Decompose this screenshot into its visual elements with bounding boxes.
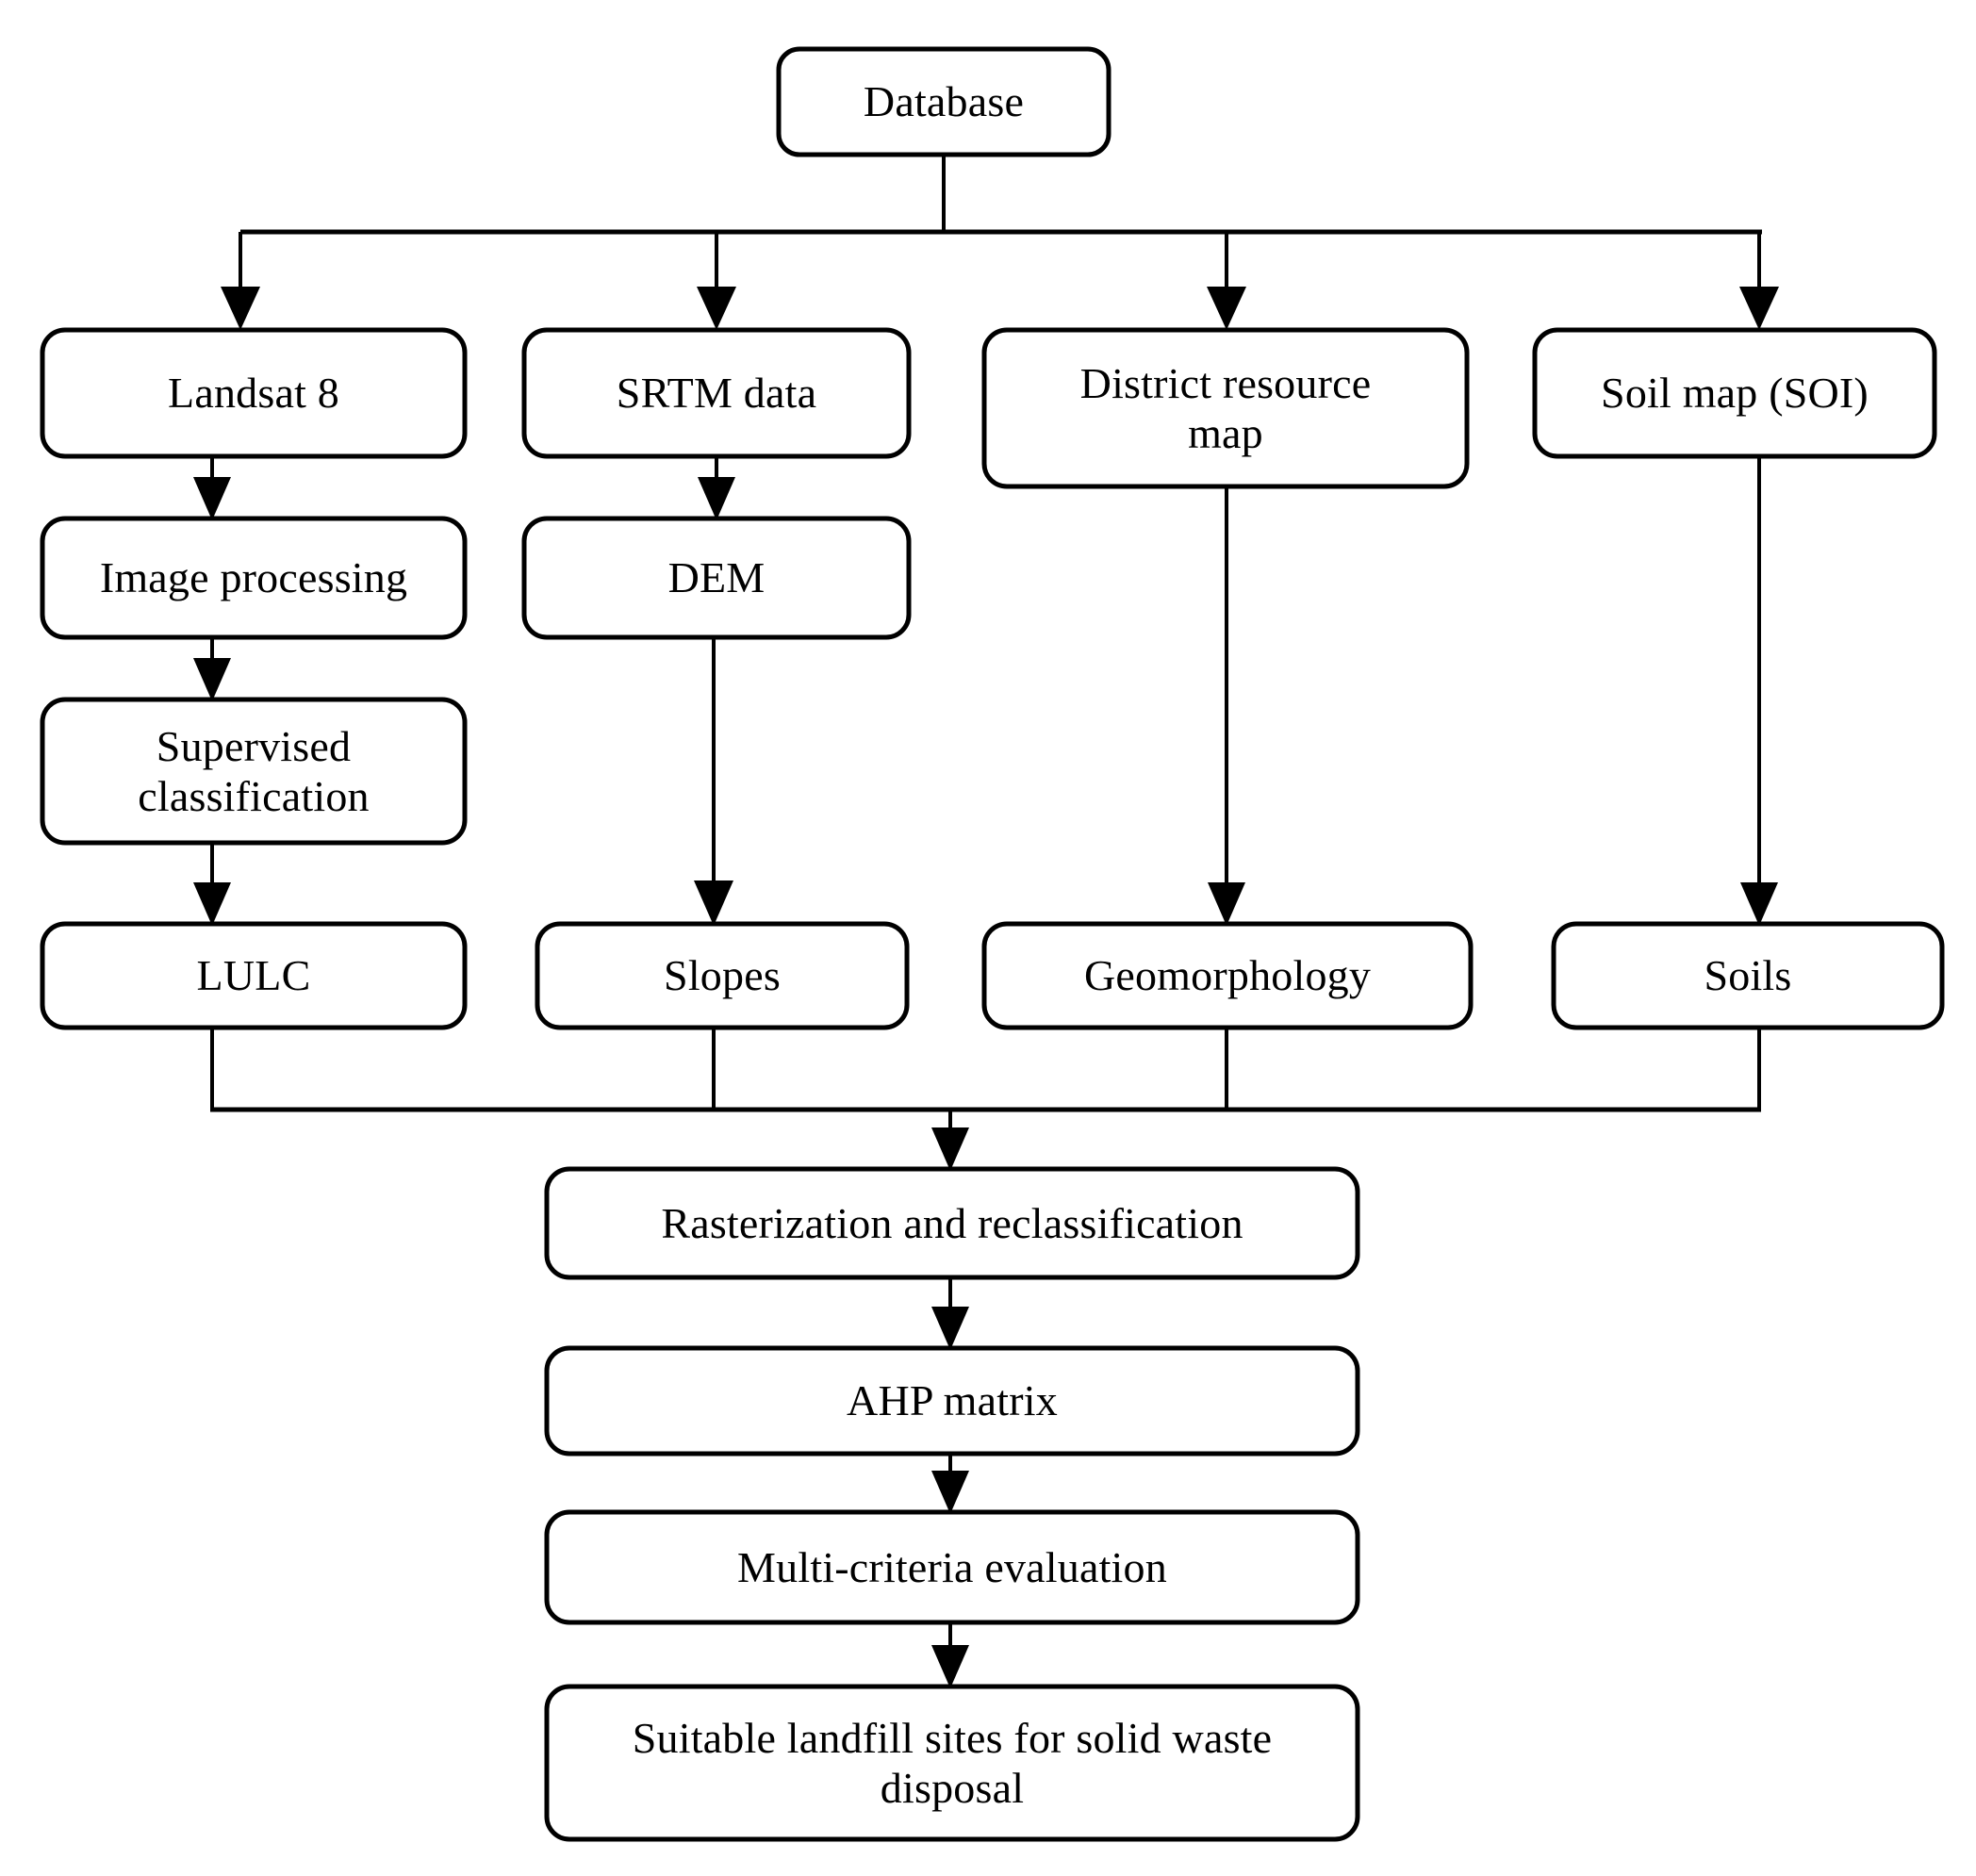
edge-bus-to-landsat8	[221, 232, 260, 330]
node-geomorphology-shape	[981, 921, 1474, 1030]
edge-image-proc-to-supervised	[193, 637, 231, 701]
edge-bus-to-district-map	[1207, 232, 1246, 330]
edge-srtm-to-dem	[698, 456, 735, 520]
node-slopes-shape	[535, 921, 910, 1030]
node-database-shape	[776, 46, 1112, 157]
edge-soil-map-to-soils	[1740, 456, 1778, 926]
edge-bus-to-soil-map	[1739, 232, 1779, 330]
edge-merge-bus-to-rasterization	[931, 1110, 969, 1171]
edge-rasterization-to-ahp	[931, 1277, 969, 1350]
edge-supervised-to-lulc	[193, 843, 231, 926]
edge-dem-to-slopes	[694, 637, 733, 926]
node-dem-shape	[521, 516, 912, 640]
node-district-map-shape	[981, 327, 1470, 489]
node-ahp-shape	[544, 1345, 1360, 1456]
edge-bus-to-srtm	[697, 232, 736, 330]
node-mce-shape	[544, 1509, 1360, 1625]
edge-landsat8-to-image-proc	[193, 456, 231, 520]
edge-mce-to-output	[931, 1622, 969, 1688]
edge-district-map-to-geomorphology	[1208, 486, 1245, 926]
node-soils-shape	[1551, 921, 1945, 1030]
node-image-proc-shape	[40, 516, 468, 640]
node-rasterization-shape	[544, 1166, 1360, 1280]
node-landsat8-shape	[40, 327, 468, 459]
edge-ahp-to-mce	[931, 1454, 969, 1514]
node-supervised-shape	[40, 697, 468, 846]
node-lulc-shape	[40, 921, 468, 1030]
node-soil-map-shape	[1532, 327, 1937, 459]
node-output-shape	[544, 1684, 1360, 1842]
node-srtm-shape	[521, 327, 912, 459]
